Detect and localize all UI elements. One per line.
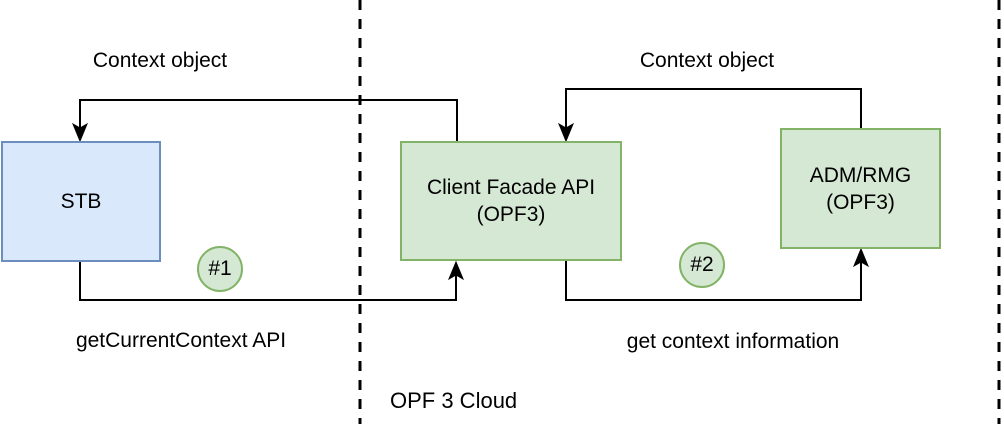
arrow-get-current-context-head-icon bbox=[447, 260, 465, 281]
edge-label-get-current-context-api: getCurrentContext API bbox=[75, 329, 287, 352]
node-client-facade-api: Client Facade API (OPF3) bbox=[400, 141, 622, 261]
node-adm-rmg-label-line2: (OPF3) bbox=[826, 190, 895, 214]
arrow-context-object-left-line bbox=[79, 99, 458, 141]
node-stb: STB bbox=[1, 141, 161, 262]
zone-label-opf3-cloud: OPF 3 Cloud bbox=[390, 388, 518, 413]
node-stb-label: STB bbox=[60, 190, 102, 213]
arrow-get-context-information-line bbox=[565, 261, 862, 301]
step-badge-1-label: #1 bbox=[208, 257, 232, 280]
node-client-facade-api-label-line1: Client Facade API bbox=[426, 176, 596, 199]
arrow-context-object-left-head-icon bbox=[71, 122, 89, 143]
arrow-context-object-right-head-icon bbox=[557, 122, 575, 143]
edge-label-get-context-information: get context information bbox=[626, 330, 840, 353]
node-adm-rmg-label-line1: ADM/RMG bbox=[809, 163, 912, 187]
edge-label-context-object-left: Context object bbox=[92, 49, 228, 72]
arrow-get-current-context-line bbox=[79, 262, 457, 301]
arrow-get-context-information-head-icon bbox=[852, 247, 870, 268]
step-badge-2-label: #2 bbox=[690, 253, 714, 276]
edge-label-context-object-right: Context object bbox=[639, 49, 775, 72]
node-client-facade-api-label-line2: (OPF3) bbox=[476, 203, 546, 226]
step-badge-1: #1 bbox=[197, 246, 243, 292]
node-adm-rmg: ADM/RMG (OPF3) bbox=[780, 128, 941, 249]
arrow-context-object-right-line bbox=[565, 88, 862, 128]
step-badge-2: #2 bbox=[679, 242, 725, 288]
